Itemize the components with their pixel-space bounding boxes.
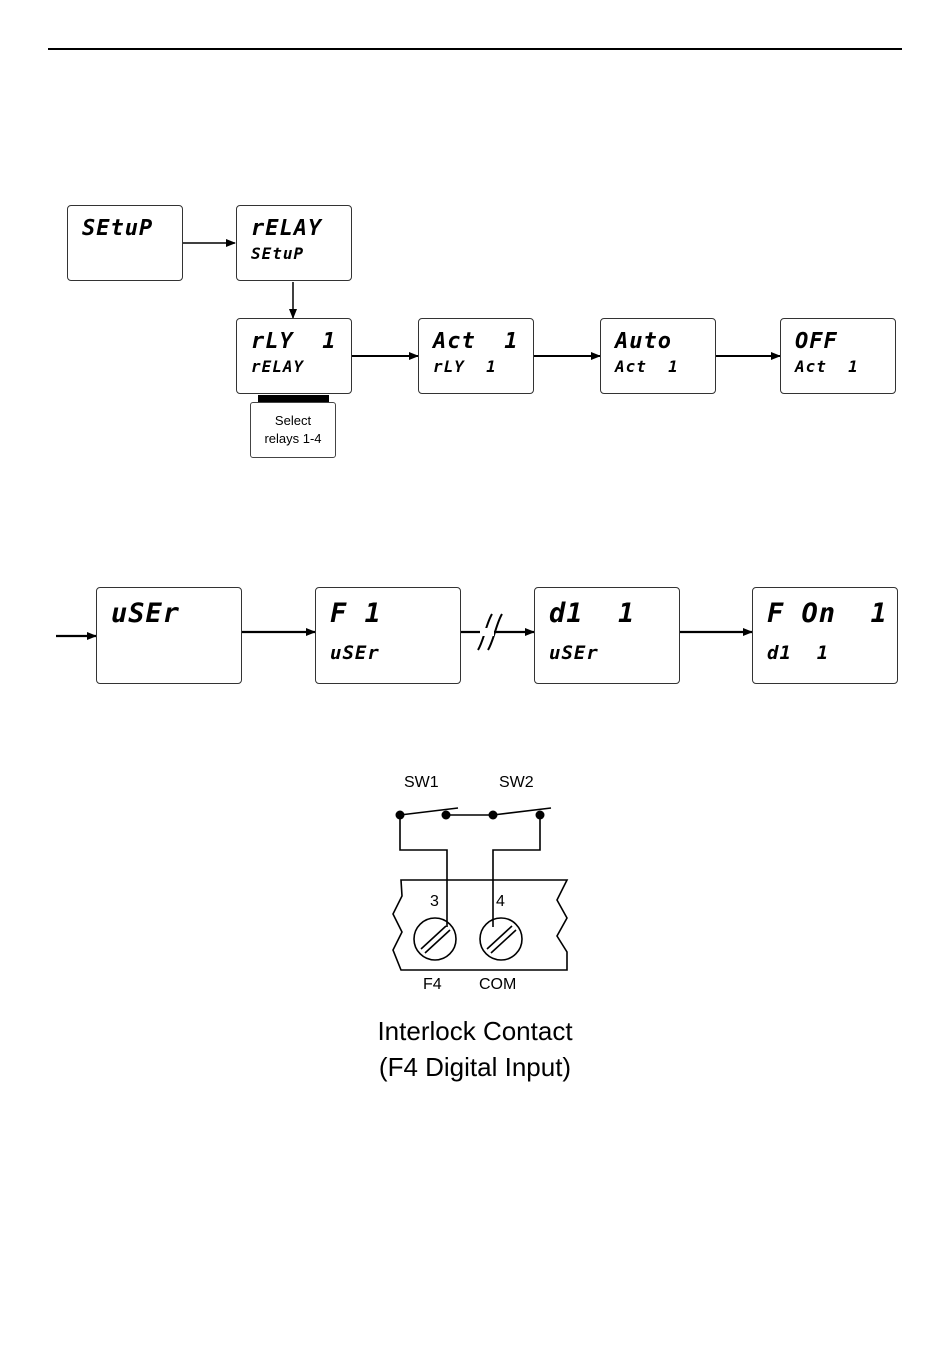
terminal-4-label: 4 [496, 893, 505, 911]
display-di1: d1 1 uSEr [534, 587, 680, 684]
note-line-2: relays 1-4 [251, 430, 335, 448]
switch-2-label: SW2 [499, 774, 534, 792]
switch-1-label: SW1 [404, 774, 439, 792]
display-sub-text: uSEr [549, 644, 599, 663]
display-top-text: Auto [615, 331, 672, 353]
wiring-diagram [393, 808, 567, 970]
display-setup: SEtuP [67, 205, 183, 281]
interlock-caption: Interlock Contact (F4 Digital Input) [300, 1013, 650, 1085]
display-act1: Act 1 rLY 1 [418, 318, 534, 394]
select-button-bar [258, 395, 329, 402]
display-sub-text: SEtuP [251, 246, 304, 262]
display-sub-text: uSEr [330, 644, 380, 663]
caption-line-1: Interlock Contact [300, 1013, 650, 1049]
display-top-text: rELAY [251, 218, 322, 240]
display-sub-text: Act 1 [615, 359, 679, 375]
display-top-text: F On 1 [767, 600, 888, 627]
display-top-text: F 1 [330, 600, 382, 627]
note-line-1: Select [251, 412, 335, 430]
display-rly1: rLY 1 rELAY [236, 318, 352, 394]
display-f1: F 1 uSEr [315, 587, 461, 684]
display-relay-setup: rELAY SEtuP [236, 205, 352, 281]
com-label: COM [479, 976, 516, 994]
display-top-text: Act 1 [433, 331, 518, 353]
f4-label: F4 [423, 976, 442, 994]
display-user: uSEr [96, 587, 242, 684]
display-sub-text: d1 1 [767, 644, 829, 663]
display-sub-text: rLY 1 [433, 359, 497, 375]
terminal-3-label: 3 [430, 893, 439, 911]
display-sub-text: Act 1 [795, 359, 859, 375]
caption-line-2: (F4 Digital Input) [300, 1049, 650, 1085]
display-sub-text: rELAY [251, 359, 304, 375]
display-fon1: F On 1 d1 1 [752, 587, 898, 684]
display-off: OFF Act 1 [780, 318, 896, 394]
select-relays-note: Select relays 1-4 [250, 402, 336, 458]
display-auto: Auto Act 1 [600, 318, 716, 394]
display-top-text: rLY 1 [251, 331, 336, 353]
display-top-text: OFF [795, 331, 838, 353]
display-top-text: uSEr [111, 600, 180, 627]
display-top-text: d1 1 [549, 600, 635, 627]
display-top-text: SEtuP [82, 218, 153, 240]
